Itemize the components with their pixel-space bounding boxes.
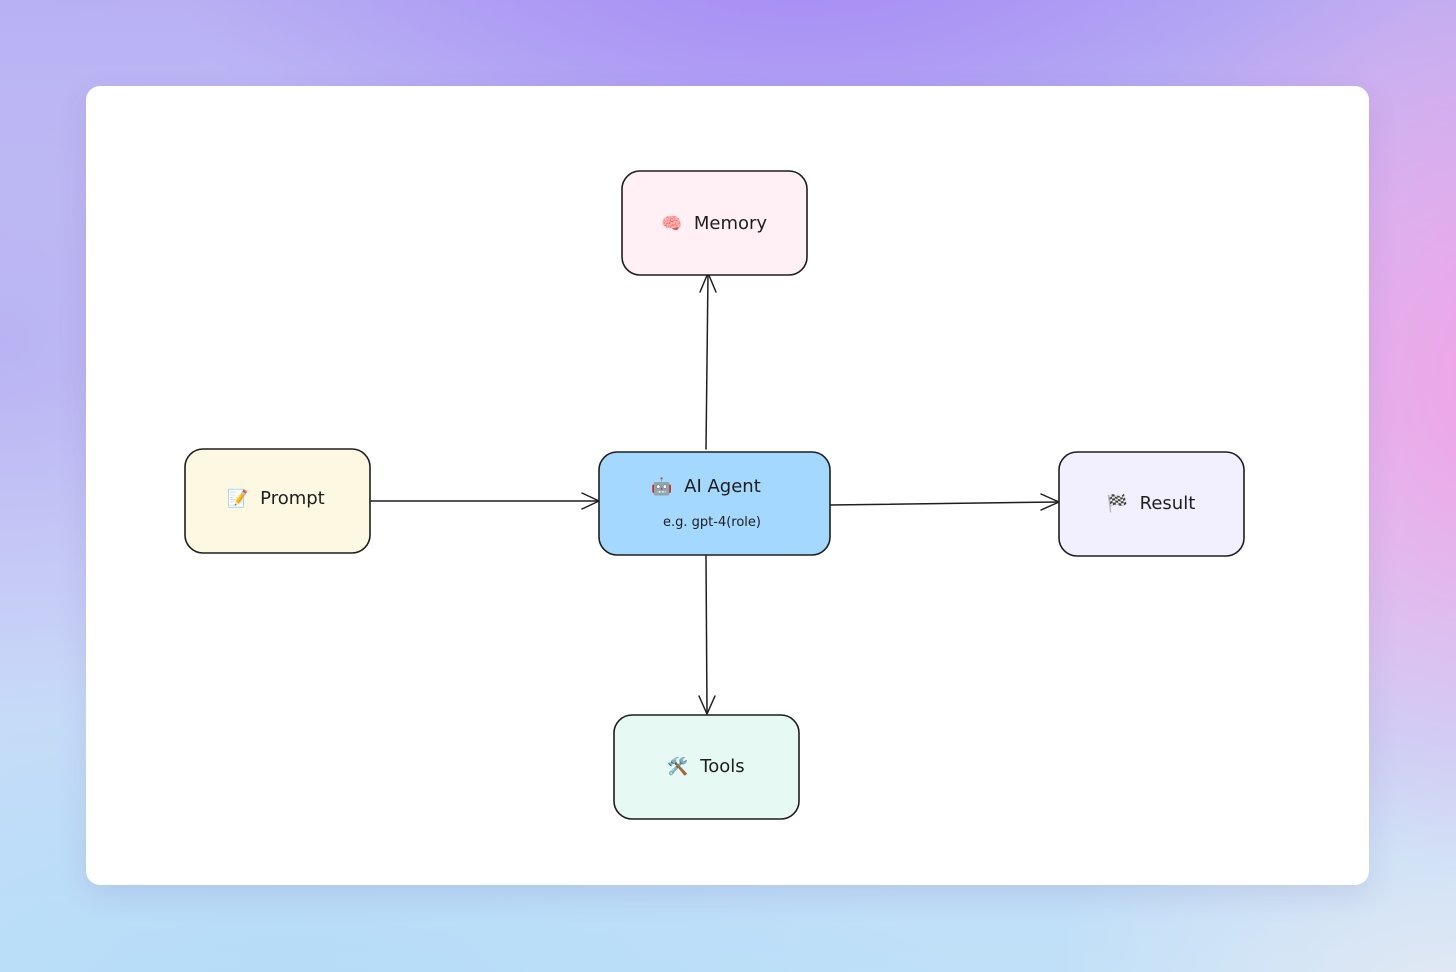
edge-agent-to-result: [829, 493, 1060, 511]
svg-text:🏁 Result: 🏁 Result: [1107, 493, 1196, 514]
tools-box: [613, 714, 800, 820]
svg-text:📝 Prompt: 📝 Prompt: [227, 488, 324, 509]
node-tools[interactable]: 🛠️ Tools: [613, 714, 800, 820]
checkered-flag-icon: 🏁: [1107, 493, 1128, 514]
memory-box: [621, 170, 808, 276]
svg-text:🧠 Memory: 🧠 Memory: [661, 213, 767, 234]
tools-label: Tools: [699, 756, 744, 777]
hammer-wrench-icon: 🛠️: [667, 756, 688, 777]
agent-sublabel: e.g. gpt-4(role): [663, 515, 761, 530]
edge-agent-to-memory: [699, 272, 717, 450]
result-label: Result: [1140, 493, 1196, 514]
memory-label: Memory: [694, 213, 768, 234]
node-agent[interactable]: 🤖 AI Agent e.g. gpt-4(role): [598, 451, 831, 556]
edge-prompt-to-agent: [370, 492, 600, 510]
prompt-label: Prompt: [260, 488, 325, 509]
prompt-box: [184, 448, 371, 554]
node-result[interactable]: 🏁 Result: [1058, 451, 1245, 557]
svg-text:🤖 AI Agent: 🤖 AI Agent: [651, 476, 761, 497]
agent-label: AI Agent: [684, 476, 761, 497]
edge-agent-to-tools: [698, 555, 716, 715]
node-memory[interactable]: 🧠 Memory: [621, 170, 808, 276]
brain-icon: 🧠: [661, 214, 682, 234]
memo-icon: 📝: [227, 488, 248, 509]
svg-text:🛠️ Tools: 🛠️ Tools: [667, 756, 744, 777]
robot-icon: 🤖: [651, 476, 672, 497]
result-box: [1058, 451, 1245, 557]
node-prompt[interactable]: 📝 Prompt: [184, 448, 371, 554]
agent-box: [598, 451, 831, 556]
